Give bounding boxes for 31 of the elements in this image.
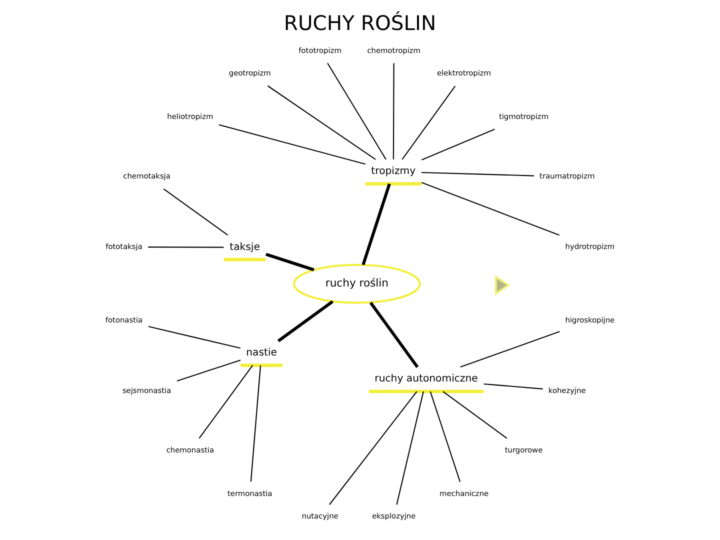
connector [329, 391, 418, 505]
connector [421, 182, 560, 236]
connector [421, 128, 495, 160]
connector [392, 63, 394, 160]
node-text: ruchy autonomiczne [374, 374, 478, 385]
connector [198, 364, 254, 439]
connector [396, 391, 424, 505]
node-ellipse: ruchy roślin [293, 264, 421, 304]
connector [218, 124, 366, 165]
connector [267, 85, 376, 160]
connector [422, 172, 534, 176]
connector [369, 302, 419, 368]
connector [250, 365, 262, 482]
connector [148, 326, 240, 349]
connector [430, 391, 461, 482]
node-text: taksje [230, 242, 260, 253]
connector [148, 246, 224, 248]
diagram-title: RUCHY ROŚLIN [284, 10, 436, 35]
node-text: tropizmy [371, 166, 416, 178]
connector [460, 331, 560, 368]
connector [442, 391, 508, 439]
connector [163, 188, 228, 236]
connector [265, 252, 314, 272]
connector [327, 62, 386, 160]
connector [277, 300, 334, 342]
connector [362, 183, 391, 266]
connector [176, 360, 241, 382]
connector [402, 86, 456, 160]
connector [484, 383, 543, 390]
node-text: nastie [246, 348, 277, 359]
node-triangle [494, 274, 510, 296]
